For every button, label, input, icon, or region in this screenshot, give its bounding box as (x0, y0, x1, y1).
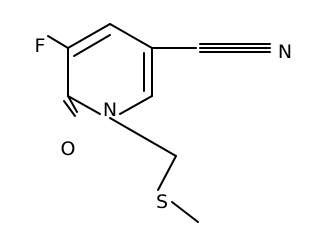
bond-ch2-s (157, 155, 177, 191)
bond-c3-f (47, 35, 69, 49)
bond-c5-c6 (109, 23, 153, 49)
bond-c2-n1 (119, 95, 153, 115)
atom-ring-nitrogen-label: N (103, 99, 117, 121)
bond-carbonyl-1 (67, 95, 78, 113)
bond-c4-c5-inner (73, 34, 111, 57)
bond-carbonyl-2 (63, 100, 76, 117)
bond-n1-ch2 (109, 117, 177, 157)
atom-oxygen-label: O (61, 138, 76, 160)
atom-sulfur-label: S (156, 191, 168, 213)
bond-s-ch3 (171, 201, 199, 223)
molecule-structure: F N N O S (35, 23, 292, 223)
atom-fluorine-label: F (35, 35, 46, 57)
atom-nitrile-nitrogen-label: N (278, 41, 292, 63)
bond-n1-c6 (67, 95, 101, 115)
bond-c4-c5 (67, 23, 111, 49)
